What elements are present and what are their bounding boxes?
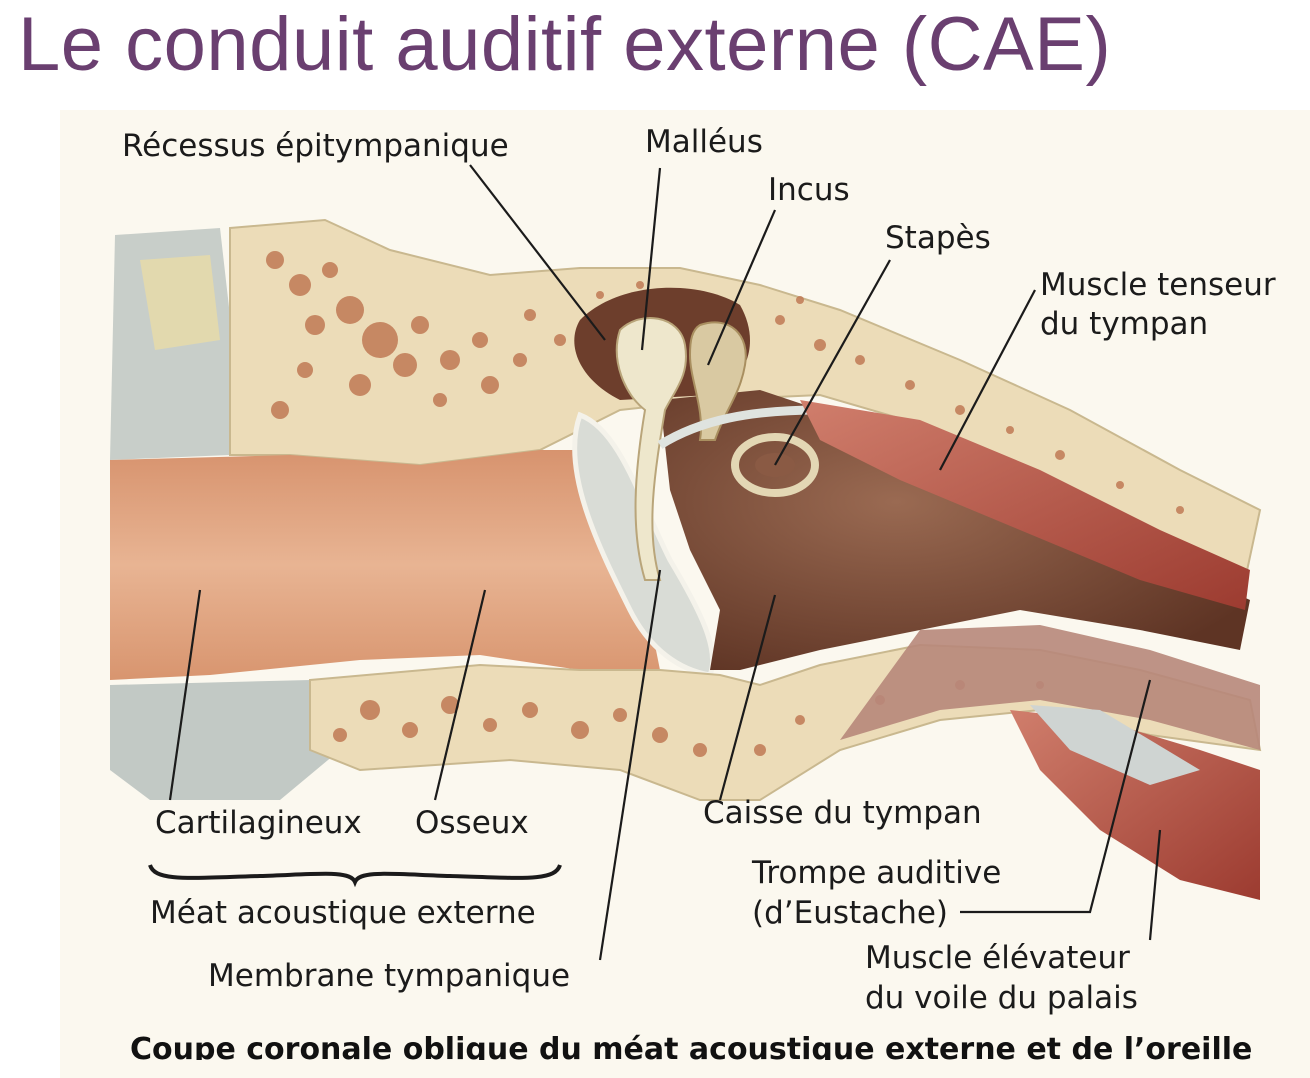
bone-marrow-spots <box>266 251 1184 514</box>
leader-incus <box>706 209 777 366</box>
label-tenseur-1: Muscle tenseur <box>1040 267 1276 303</box>
leader-membrane <box>598 569 662 961</box>
malleus-bone <box>615 317 687 581</box>
label-tenseur-2: du tympan <box>1040 306 1209 342</box>
leader-trompe <box>960 679 1152 914</box>
leader-malleus <box>640 167 662 351</box>
label-caisse: Caisse du tympan <box>703 795 982 831</box>
tube-cartilage <box>1030 705 1200 785</box>
leader-recessus <box>469 164 606 341</box>
leader-cartilagineux <box>168 589 202 801</box>
leader-osseux <box>433 589 487 801</box>
label-trompe-1: Trompe auditive <box>752 855 1002 891</box>
label-trompe-2: (d’Eustache) <box>752 895 949 931</box>
label-recessus: Récessus épitympanique <box>122 128 509 164</box>
meat-brace <box>148 864 562 888</box>
stapes-bone <box>731 433 819 497</box>
tympanic-cavity <box>660 390 1250 670</box>
tensor-tendon <box>657 405 821 449</box>
label-elevateur-1: Muscle élévateur <box>865 940 1130 976</box>
levator-muscle <box>1010 710 1260 900</box>
label-cartilagineux: Cartilagineux <box>155 805 362 841</box>
page-title: Le conduit auditif externe (CAE) <box>18 2 1112 87</box>
auditory-tube <box>840 625 1260 750</box>
leader-stapes <box>774 259 891 466</box>
label-elevateur-2: du voile du palais <box>865 980 1138 1016</box>
incus-bone <box>688 321 747 441</box>
figure-caption: Coupe coronale oblique du méat acoustiqu… <box>130 1032 1253 1060</box>
label-malleus: Malléus <box>645 124 763 160</box>
leader-lines <box>168 164 1162 961</box>
leader-caisse <box>718 594 777 801</box>
label-membrane: Membrane tympanique <box>208 958 571 994</box>
tensor-tympani-muscle <box>800 400 1250 610</box>
ear-section-illustration <box>60 110 1310 1078</box>
cartilage-upper-yellow <box>140 255 220 350</box>
ear-anatomy-figure: Récessus épitympanique Malléus Incus Sta… <box>60 110 1310 1078</box>
leader-elevateur <box>1148 829 1162 941</box>
label-meat: Méat acoustique externe <box>150 895 536 931</box>
leader-tenseur <box>939 289 1036 471</box>
cartilage-lower <box>110 680 340 800</box>
label-osseux: Osseux <box>415 805 529 841</box>
external-canal <box>110 450 660 680</box>
label-incus: Incus <box>768 172 850 208</box>
label-stapes: Stapès <box>885 220 991 256</box>
lower-bone-spots <box>333 680 1044 757</box>
